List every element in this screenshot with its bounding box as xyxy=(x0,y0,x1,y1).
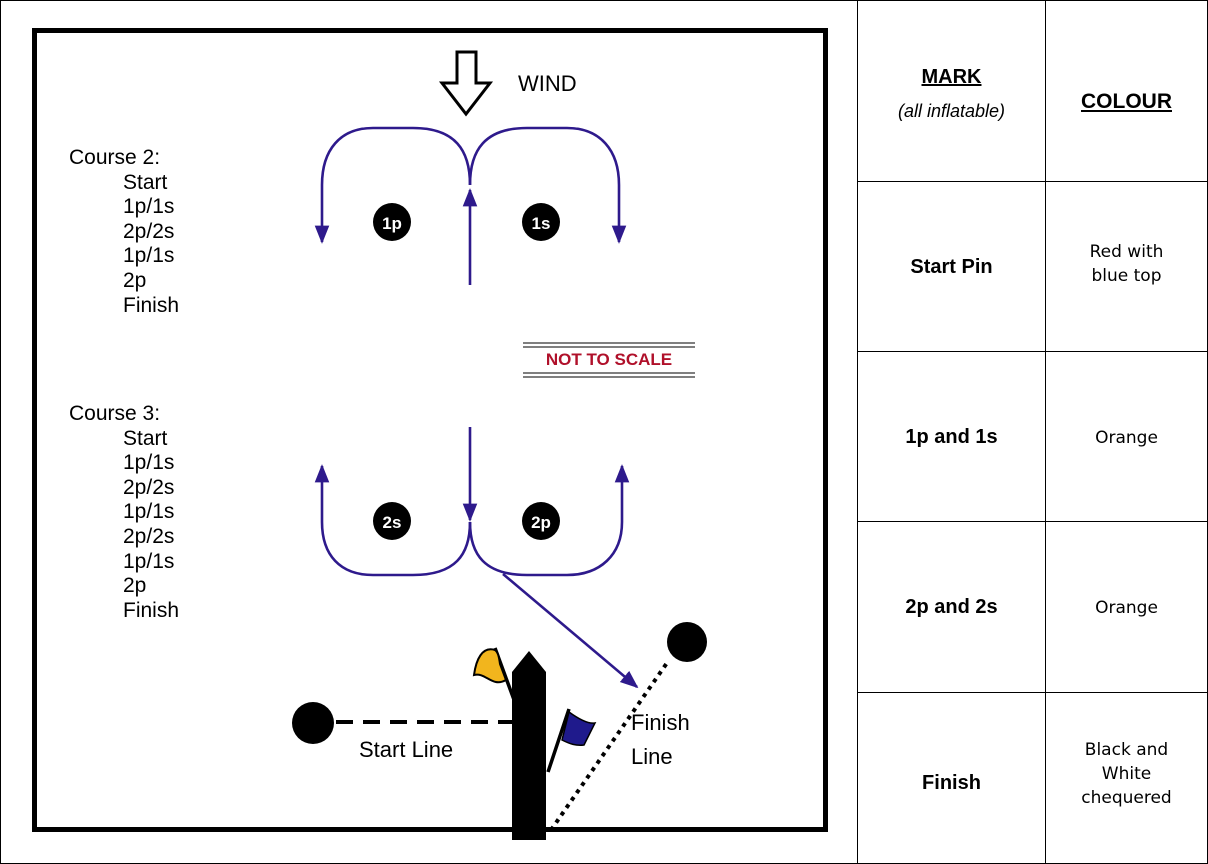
course-3-list: Course 3: Start 1p/1s 2p/2s 1p/1s 2p/2s … xyxy=(69,402,179,623)
table-divider-columns xyxy=(1045,0,1046,864)
course-diagram: 1p 1s 2s 2p WIND NOT TO SCALE Start Lin xyxy=(292,50,707,840)
table-divider-diagram xyxy=(857,0,858,864)
row-colour-finish: Black and White chequered xyxy=(1046,738,1207,810)
colour-line: chequered xyxy=(1081,788,1172,808)
row-mark-finish: Finish xyxy=(922,772,981,794)
header-colour-cell: COLOUR xyxy=(1046,90,1207,114)
row-colour-2p-2s: Orange xyxy=(1046,596,1207,620)
header-mark-sub: (all inflatable) xyxy=(897,101,1006,121)
row-divider-4 xyxy=(857,692,1208,693)
row-colour-start-pin: Red with blue top xyxy=(1046,240,1207,288)
finish-line xyxy=(549,658,671,832)
start-line-label: Start Line xyxy=(359,737,453,762)
course-2-leg: 2p xyxy=(123,268,147,292)
course-2-list: Course 2: Start 1p/1s 2p/2s 1p/1s 2p Fin… xyxy=(69,146,179,318)
row-mark-start-pin: Start Pin xyxy=(910,256,993,278)
course-diagram-frame xyxy=(32,28,828,832)
table-border-left xyxy=(0,0,1,864)
loop-1s xyxy=(468,126,627,244)
loop-2s xyxy=(314,464,472,577)
finish-mark xyxy=(667,622,707,662)
course-2-leg: 1p/1s xyxy=(123,244,175,268)
not-to-scale-label: NOT TO SCALE xyxy=(523,342,695,378)
row-mark-2p-2s: 2p and 2s xyxy=(905,596,998,618)
upper-course-lines xyxy=(314,126,627,285)
mark-1s-label: 1s xyxy=(532,214,551,233)
header-mark-cell: MARK (all inflatable) xyxy=(858,66,1045,122)
course-2-leg: Finish xyxy=(123,293,180,317)
row-mark-1p-1s: 1p and 1s xyxy=(905,426,998,448)
colour-line: Red with xyxy=(1089,242,1164,262)
course-2-leg: Start xyxy=(123,170,168,194)
table-border-top xyxy=(0,0,1208,1)
course-2-title: Course 2: xyxy=(69,146,161,169)
committee-boat-icon xyxy=(512,651,546,840)
wind-arrow-icon xyxy=(438,50,494,117)
course-3-leg: Finish xyxy=(123,598,180,622)
blue-flag-icon xyxy=(546,708,597,773)
mark-2p-label: 2p xyxy=(531,513,551,532)
loop-2p xyxy=(468,464,630,577)
course-3-leg: 1p/1s xyxy=(123,549,175,573)
header-mark: MARK xyxy=(921,66,982,88)
course-3-title: Course 3: xyxy=(69,402,161,425)
row-divider-3 xyxy=(857,521,1208,522)
mark-1s: 1s xyxy=(522,203,560,241)
course-3-leg: 2p/2s xyxy=(123,524,175,548)
mark-2s-label: 2s xyxy=(383,513,402,532)
colour-line: Orange xyxy=(1095,598,1158,618)
course-3-leg: Start xyxy=(123,426,168,450)
row-colour-1p-1s: Orange xyxy=(1046,426,1207,450)
not-to-scale-text: NOT TO SCALE xyxy=(546,350,672,369)
mark-1p-label: 1p xyxy=(382,214,402,233)
wind-label: WIND xyxy=(518,71,577,96)
course-2-leg: 1p/1s xyxy=(123,195,175,219)
mark-2s: 2s xyxy=(373,502,411,540)
finish-line-label-1: Finish xyxy=(631,710,690,735)
row-divider-2 xyxy=(857,351,1208,352)
start-pin-mark xyxy=(292,702,334,744)
course-3-leg: 1p/1s xyxy=(123,451,175,475)
finish-line-label-2: Line xyxy=(631,744,673,769)
colour-line: Orange xyxy=(1095,428,1158,448)
course-3-leg: 2p/2s xyxy=(123,475,175,499)
leg-to-finish xyxy=(502,573,639,689)
course-3-leg: 1p/1s xyxy=(123,500,175,524)
header-colour: COLOUR xyxy=(1081,90,1172,113)
mark-1p: 1p xyxy=(373,203,411,241)
course-2-leg: 2p/2s xyxy=(123,219,175,243)
lower-course-lines xyxy=(314,427,639,689)
yellow-flag-icon xyxy=(472,647,519,709)
mark-2p: 2p xyxy=(522,502,560,540)
colour-line: blue top xyxy=(1091,266,1162,286)
row-divider-1 xyxy=(857,181,1208,182)
course-3-leg: 2p xyxy=(123,574,147,598)
loop-1p xyxy=(314,126,472,244)
colour-line: Black and xyxy=(1084,740,1169,760)
colour-line: White xyxy=(1101,764,1152,784)
